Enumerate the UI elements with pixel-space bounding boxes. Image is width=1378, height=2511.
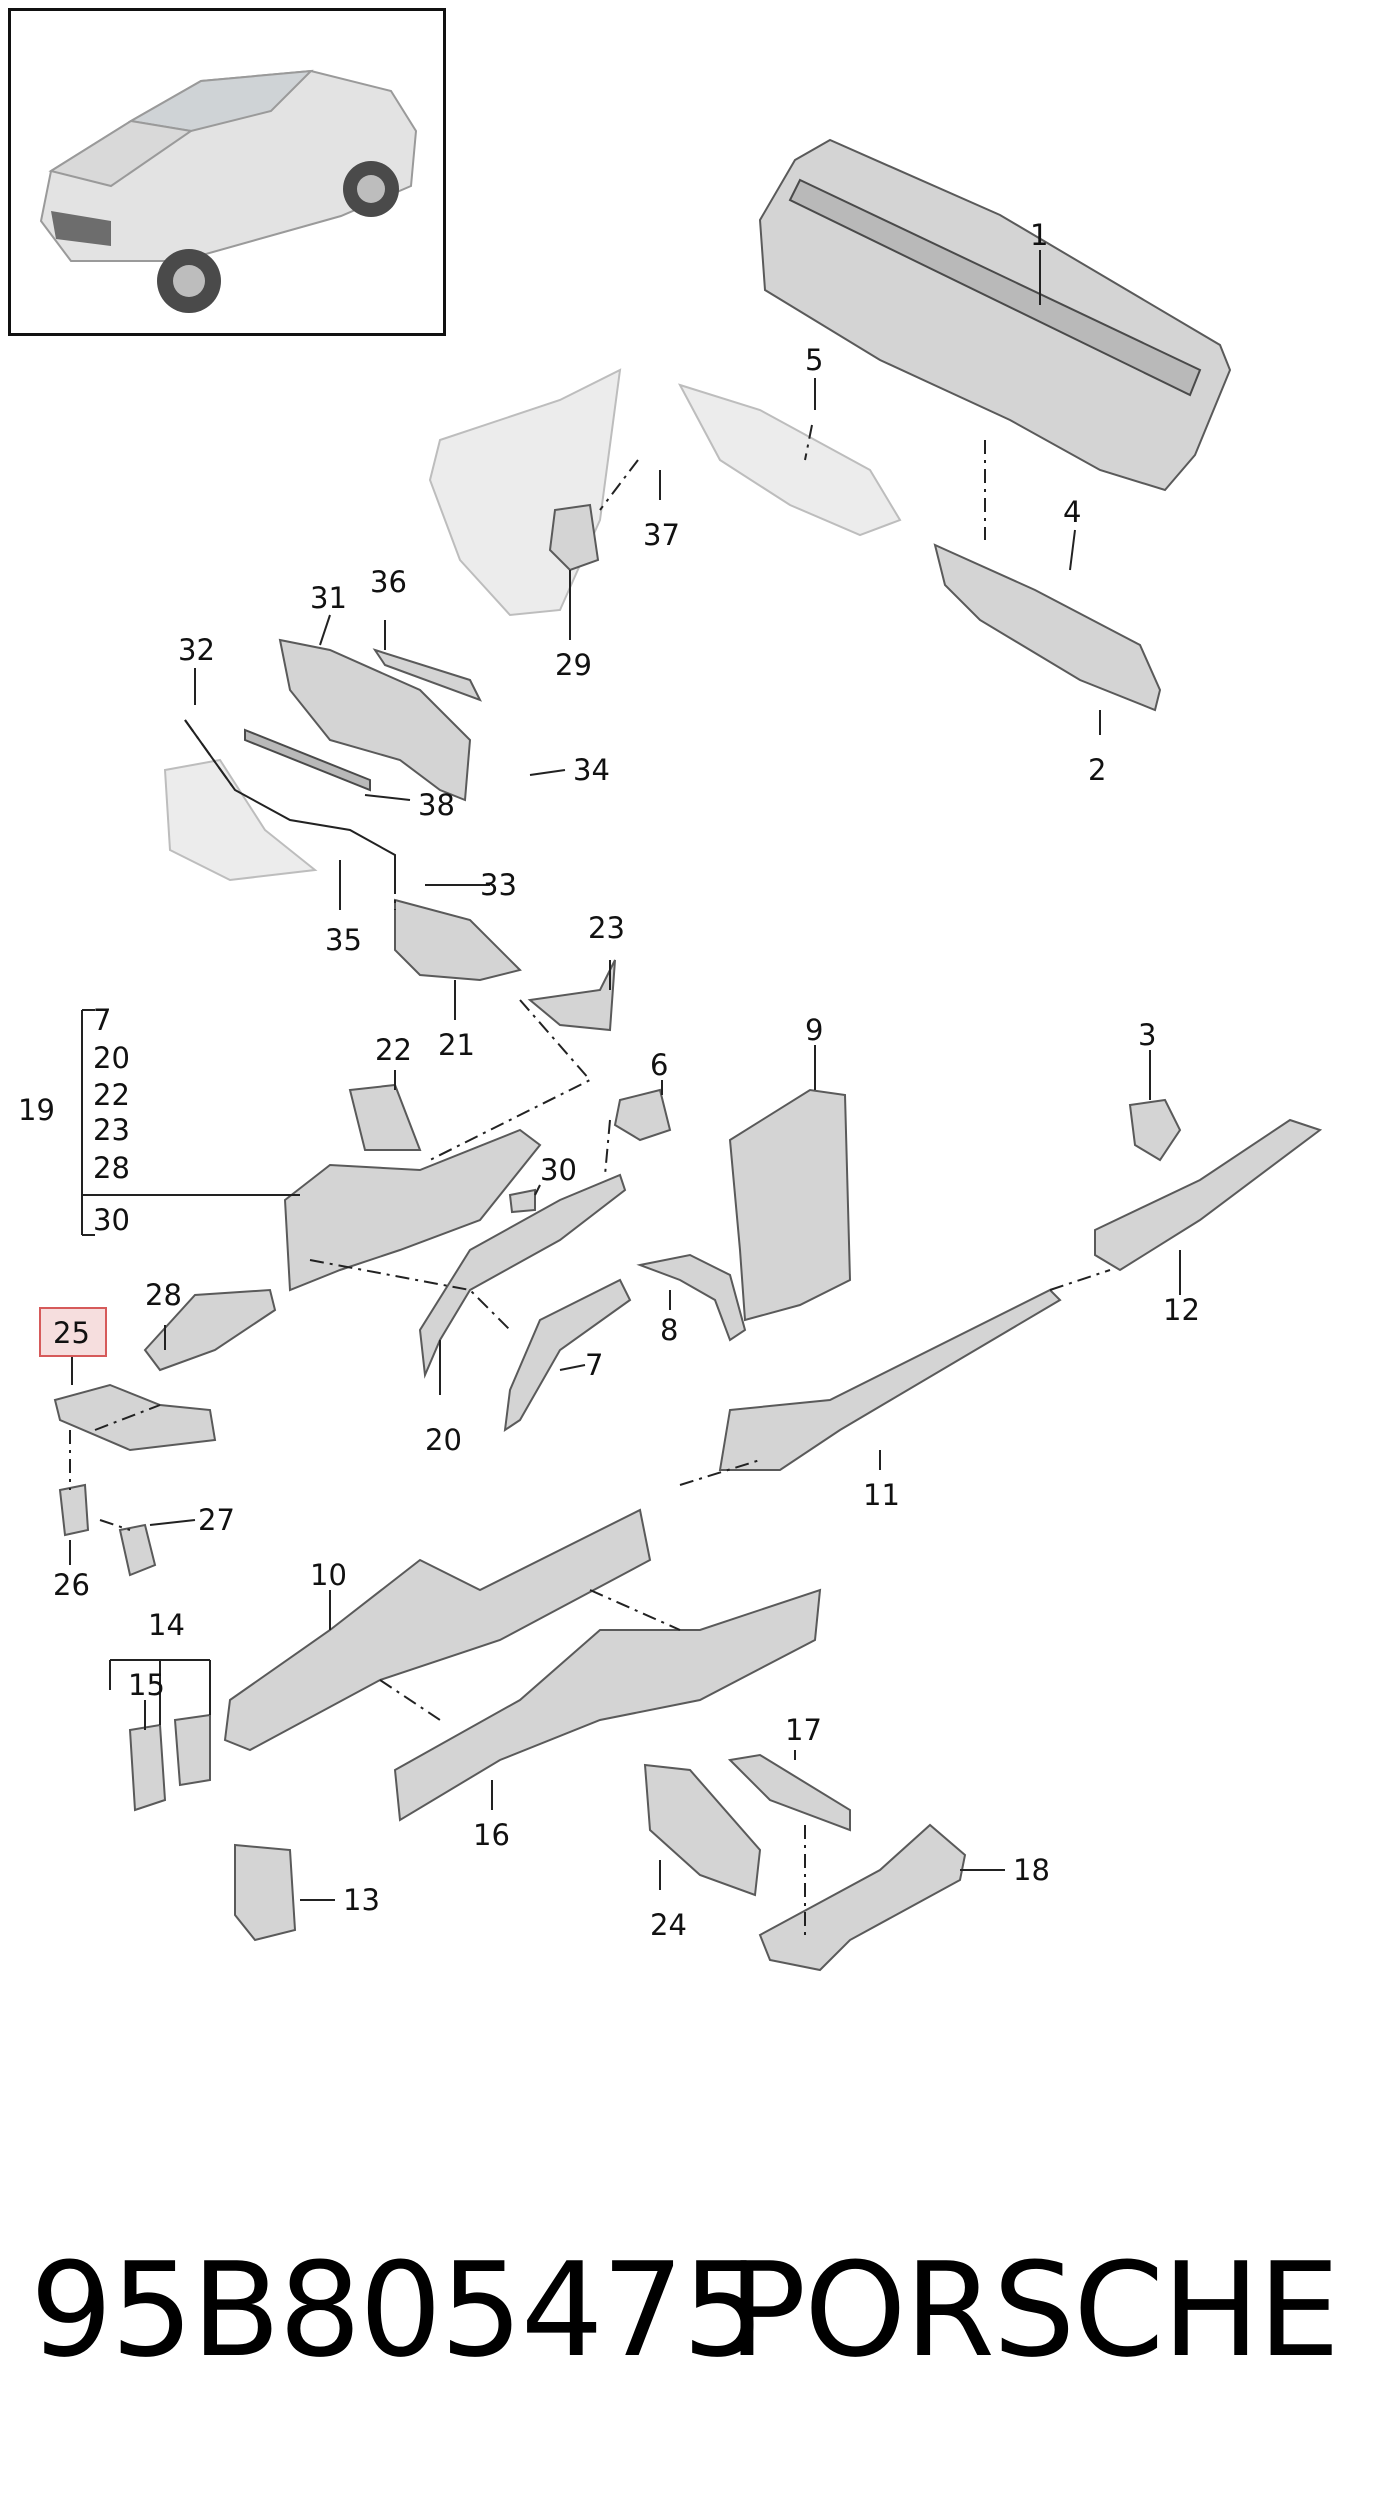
callout-35: 35 [325,923,362,957]
part-9-apillar [728,1088,852,1322]
callout-3: 3 [1138,1018,1156,1052]
part-2-lower-cowl [933,543,1162,712]
part-31-panel [278,638,472,802]
footer: 95B805475 PORSCHE [0,2230,1378,2390]
faded-parts-group [163,368,902,882]
part-10-floor-rail [223,1508,652,1752]
part-8-wheelarch [636,1253,747,1342]
exploded-body-diagram: 1 2 3 4 5 6 7 7 8 9 10 11 12 13 14 15 16… [18,138,1323,1972]
callout-16: 16 [473,1818,510,1852]
callout-10: 10 [310,1558,347,1592]
part-25-bracket [53,1383,217,1452]
callout-36: 36 [370,565,407,599]
part-6-bracket [613,1088,672,1142]
leader-lines [69,250,1181,1901]
callout-20-list: 20 [93,1041,130,1075]
part-12-rail [1094,1118,1323,1272]
part-15-plate [128,1723,167,1812]
callout-12: 12 [1163,1293,1200,1327]
callout-7-list: 7 [93,1003,111,1037]
part-16-floor [393,1588,822,1822]
callout-6: 6 [650,1048,668,1082]
callout-8: 8 [660,1313,678,1347]
callout-19: 19 [18,1093,55,1127]
callout-29: 29 [555,648,592,682]
callout-1: 1 [1030,218,1048,252]
part-13-bracket [234,1843,297,1942]
part-7-rail [503,1278,632,1433]
callout-32: 32 [178,633,215,667]
brand-name: PORSCHE [727,2234,1340,2386]
callout-33: 33 [480,868,517,902]
callout-7-lower: 7 [585,1348,603,1382]
callout-4: 4 [1063,495,1081,529]
part-27-bracket [118,1523,157,1577]
vehicle-thumbnail [8,8,446,336]
callout-13: 13 [343,1883,380,1917]
part-14-plate [173,1713,211,1787]
part-24-panel [643,1763,762,1897]
part-3-bracket [1128,1098,1182,1162]
part-23-bracket [527,959,616,1032]
part-30-clip [508,1188,536,1214]
callout-34: 34 [573,753,610,787]
callout-24: 24 [650,1908,687,1942]
part-18-panel [758,1823,967,1972]
callout-37: 37 [643,518,680,552]
part-17-bracket [727,1753,851,1832]
part-36-strip [372,648,483,702]
callout-22: 22 [375,1033,412,1067]
callout-14: 14 [148,1608,185,1642]
part-38-seal [244,728,371,792]
highlight-box-25 [39,1307,107,1357]
callout-21: 21 [438,1028,475,1062]
part-21-bracket [394,898,522,982]
callout-11: 11 [863,1478,900,1512]
callout-labels: 1 2 3 4 5 6 7 7 8 9 10 11 12 13 14 15 16… [18,218,1200,1942]
callout-20: 20 [425,1423,462,1457]
part-11-sill [718,1288,1062,1471]
callout-38: 38 [418,788,455,822]
callout-30: 30 [540,1153,577,1187]
part-20-rail [418,1173,627,1379]
part-26-bracket [58,1483,90,1537]
callout-30-list: 30 [93,1203,130,1237]
callout-23: 23 [588,911,625,945]
part-19-assembly [283,1128,542,1292]
callout-5: 5 [805,343,823,377]
callout-28: 28 [145,1278,182,1312]
part-22-plate [348,1083,422,1151]
assembly-lines [69,424,1111,1935]
car-suv-icon [39,69,418,313]
part-number: 95B805475 [30,2234,765,2386]
callout-31: 31 [310,581,347,615]
part-28-bracket [143,1288,277,1372]
callout-25: 25 [53,1316,90,1350]
callout-9: 9 [805,1013,823,1047]
part-1-cowl-panel [758,138,1232,492]
callout-27: 27 [198,1503,235,1537]
callout-28-list: 28 [93,1151,130,1185]
callout-26: 26 [53,1568,90,1602]
callout-23-list: 23 [93,1113,130,1147]
callout-22-list: 22 [93,1078,130,1112]
callout-18: 18 [1013,1853,1050,1887]
part-29-bracket [548,503,600,572]
callout-2: 2 [1088,753,1106,787]
callout-15: 15 [128,1668,165,1702]
callout-17: 17 [785,1713,822,1747]
